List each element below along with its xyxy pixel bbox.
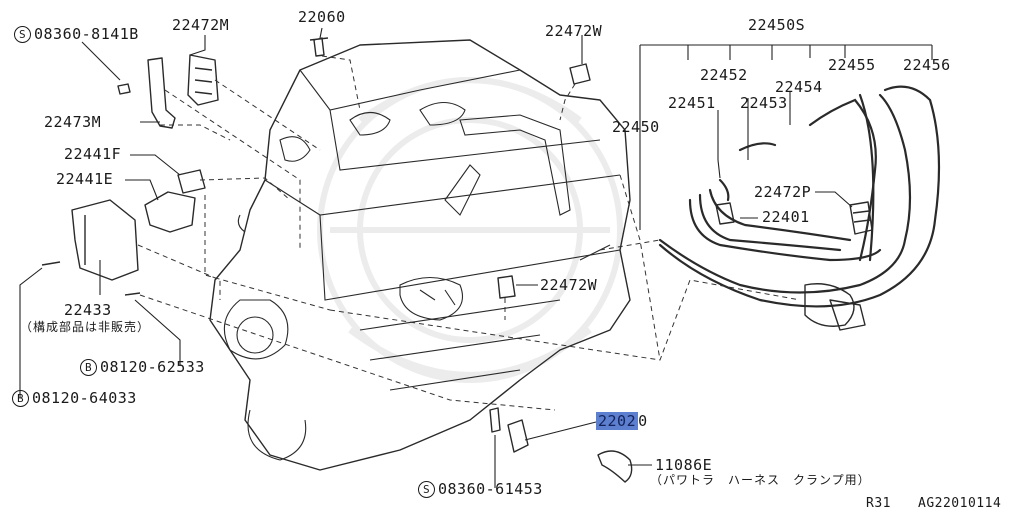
footer-model: R31 (866, 496, 891, 511)
note-11086e: （パワトラ ハーネス クランプ用） (650, 473, 871, 487)
label-22472w-top[interactable]: 22472W (545, 22, 603, 40)
label-11086e[interactable]: 11086E (655, 456, 713, 474)
label-22441e[interactable]: 22441E (56, 170, 114, 188)
b-badge-icon: B (12, 390, 29, 407)
clamp-11086e (597, 450, 633, 483)
bolts-coil (41, 261, 141, 296)
b-badge-icon: B (80, 359, 97, 376)
label-22451[interactable]: 22451 (668, 94, 716, 112)
label-22472p[interactable]: 22472P (754, 183, 812, 201)
label-22472w-mid[interactable]: 22472W (540, 276, 598, 294)
footer-code: AG22010114 (918, 496, 1002, 511)
sensor-22020 (507, 419, 529, 453)
label-22453[interactable]: 22453 (740, 94, 788, 112)
s-badge-icon: S (14, 26, 31, 43)
label-22450[interactable]: 22450 (612, 118, 660, 136)
coil-22433 (71, 199, 139, 281)
reference-dashes (137, 55, 801, 411)
clamp-22472m (187, 54, 219, 106)
plug-22401 (715, 202, 735, 225)
label-22452[interactable]: 22452 (700, 66, 748, 84)
part-shapes (41, 37, 873, 483)
s-badge-icon: S (418, 481, 435, 498)
label-22455[interactable]: 22455 (828, 56, 876, 74)
engine-block (209, 39, 631, 471)
label-22401[interactable]: 22401 (762, 208, 810, 226)
leader-lines (19, 27, 933, 488)
label-22060[interactable]: 22060 (298, 8, 346, 26)
clamp-22472w-mid (497, 275, 516, 299)
clamp-22472w-top (569, 63, 591, 85)
label-22456[interactable]: 22456 (903, 56, 951, 74)
label-22441f[interactable]: 22441F (64, 145, 122, 163)
bracket-22473m (147, 57, 176, 129)
note-22433: （構成部品は非販売） (20, 320, 151, 334)
label-22433[interactable]: 22433 (64, 301, 112, 319)
label-22450s[interactable]: 22450S (748, 16, 806, 34)
label-22472m[interactable]: 22472M (172, 16, 230, 34)
label-22454[interactable]: 22454 (775, 78, 823, 96)
label-22473m[interactable]: 22473M (44, 113, 102, 131)
plug-22060 (309, 37, 329, 57)
plug-wire-set (658, 85, 941, 331)
bracket-22441f (177, 169, 206, 194)
watermark-emblem (317, 77, 623, 383)
bolt-08360-8141b (117, 83, 131, 95)
bracket-22441e (144, 191, 196, 233)
highlight-mark: 2202 (596, 412, 639, 430)
bolt-08360-61453 (489, 407, 501, 433)
